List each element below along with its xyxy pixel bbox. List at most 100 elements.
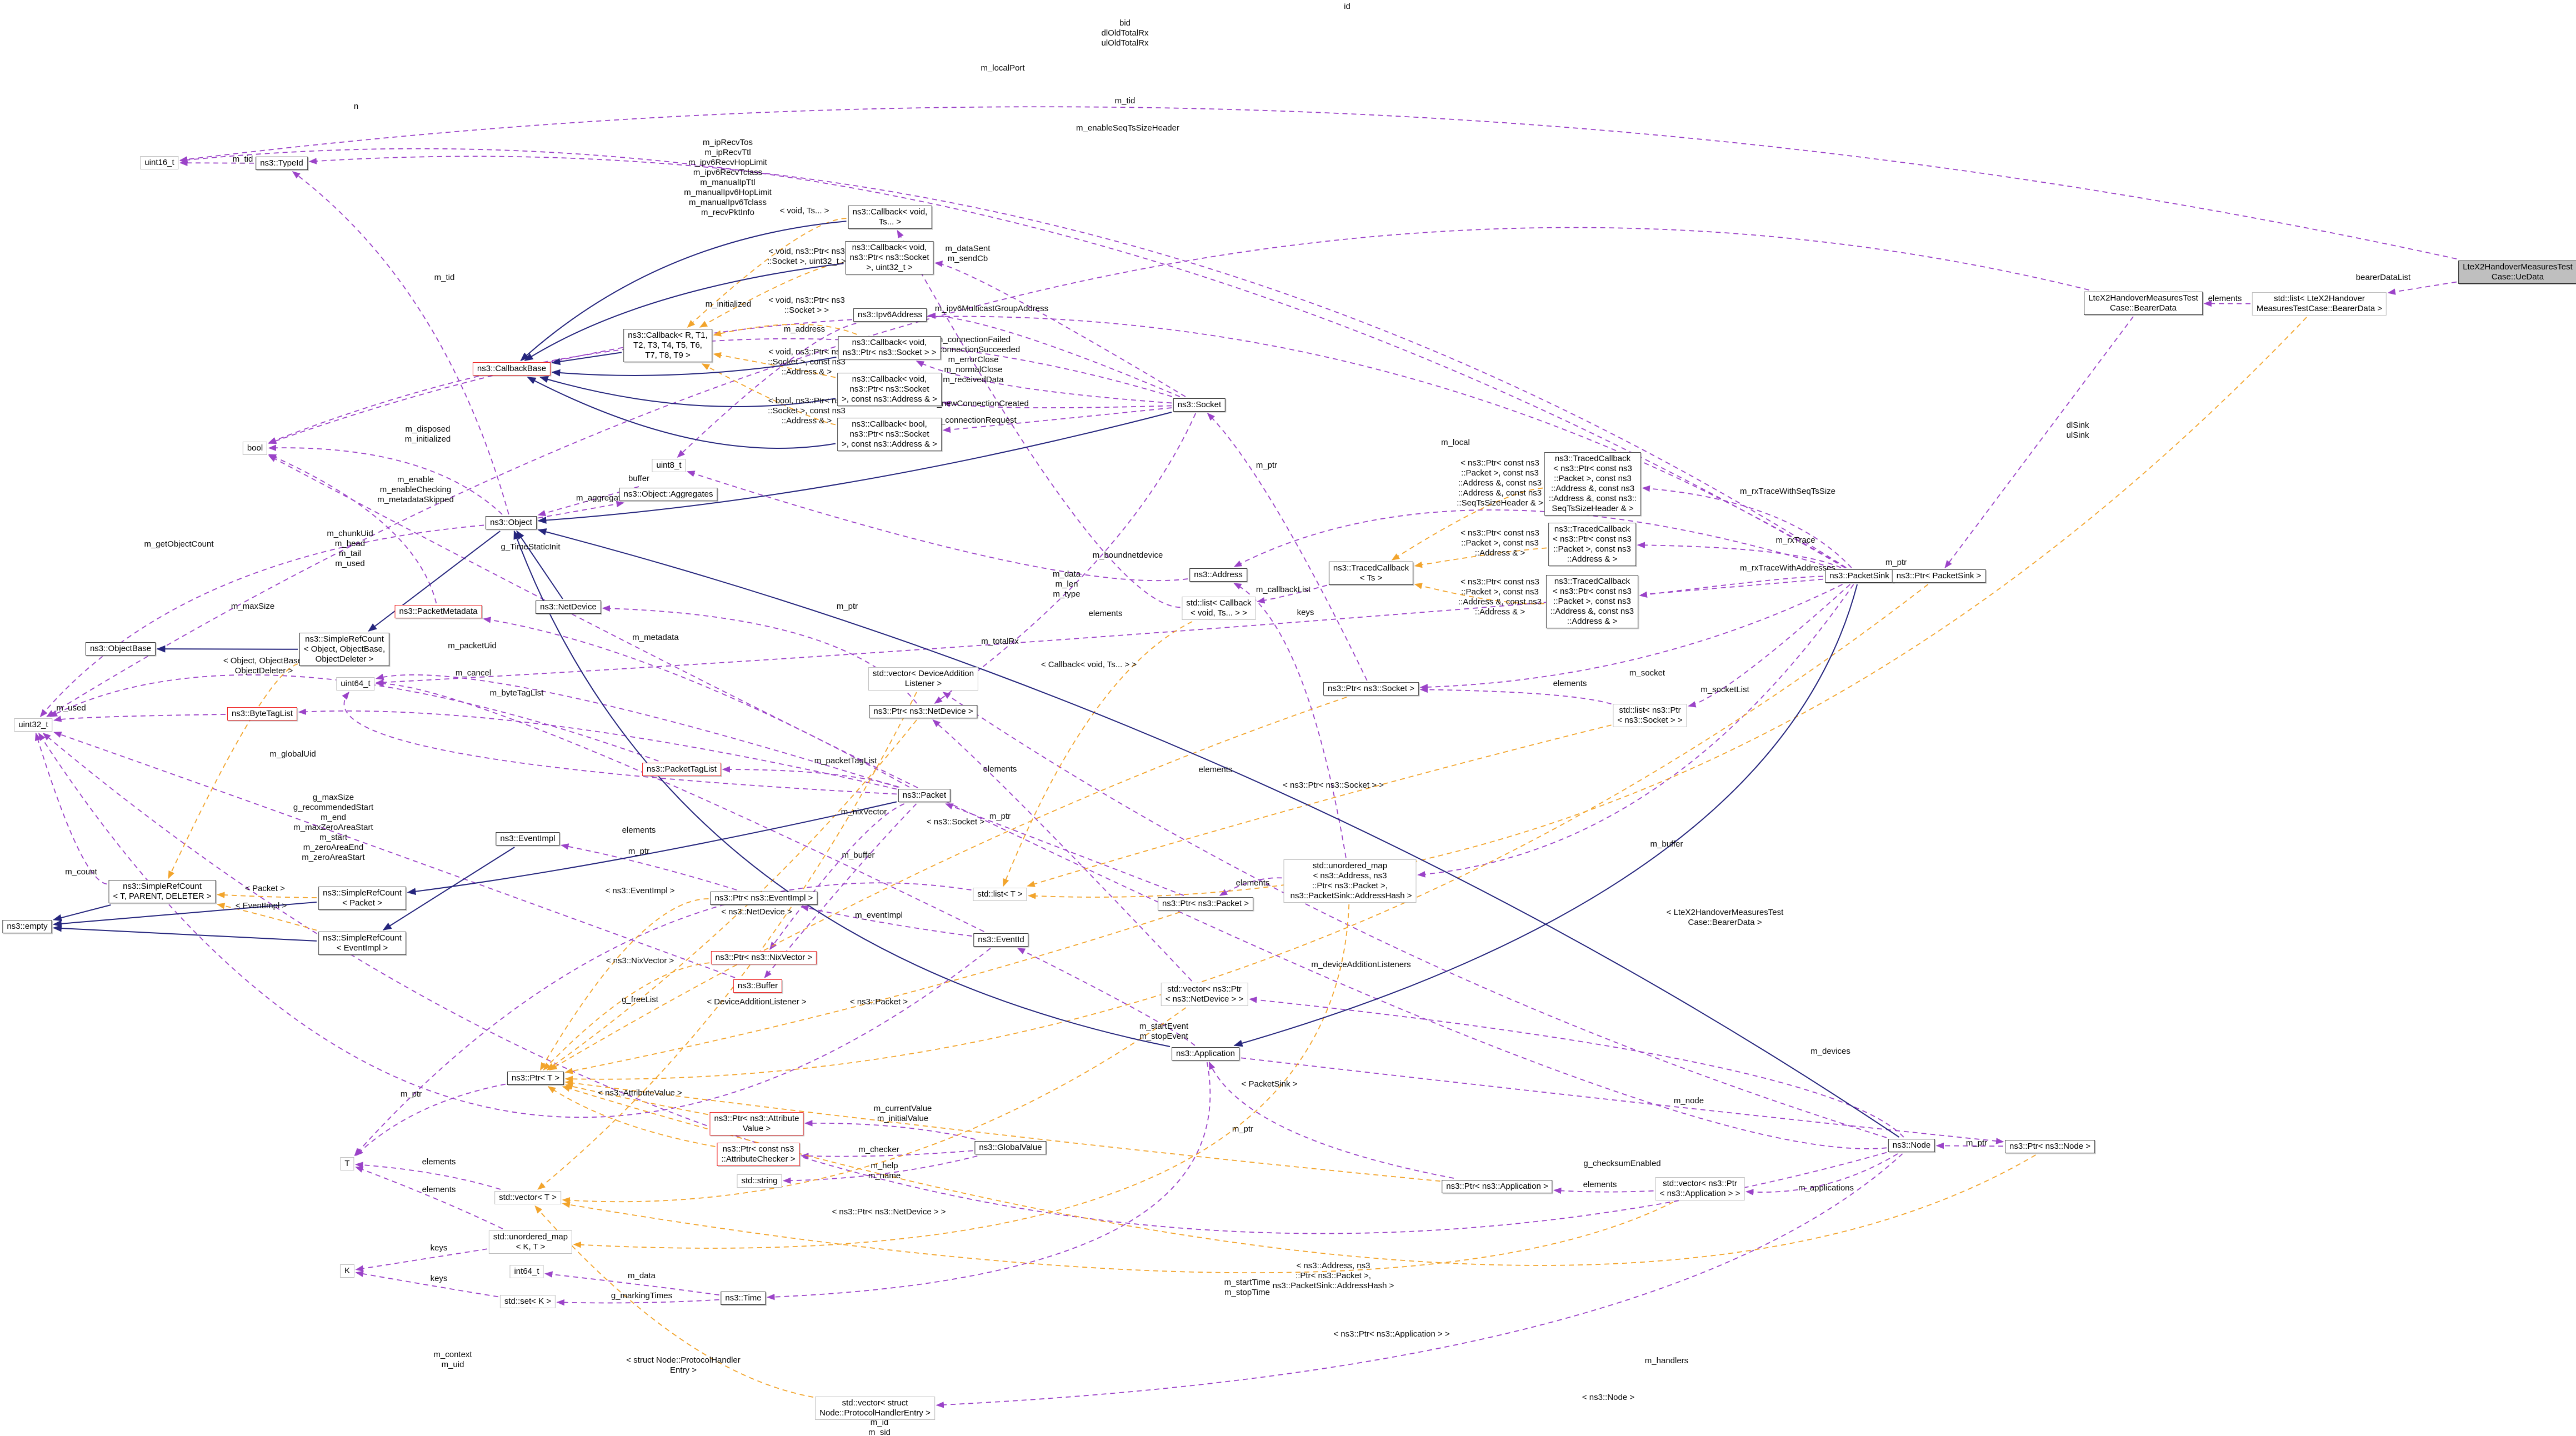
class-node-empty[interactable]: ns3::empty — [2, 920, 52, 933]
edge-label: < bool, ns3::Ptr< ns3 ::Socket >, const … — [768, 396, 846, 426]
class-node-ptr_packetsink[interactable]: ns3::Ptr< PacketSink > — [1892, 569, 1986, 583]
class-node-uint16[interactable]: uint16_t — [140, 156, 179, 169]
class-node-aggregates[interactable]: ns3::Object::Aggregates — [619, 488, 718, 501]
class-node-callbackbase[interactable]: ns3::CallbackBase — [472, 362, 551, 376]
class-node-umap_kt[interactable]: std::unordered_map < K, T > — [488, 1230, 573, 1254]
class-node-uint8[interactable]: uint8_t — [652, 459, 686, 472]
edge-label: < ns3::AttributeValue > — [598, 1088, 682, 1098]
edge-label: m_enableSeqTsSizeHeader — [1076, 123, 1179, 133]
edge-label: elements — [422, 1185, 456, 1194]
class-node-stdstring[interactable]: std::string — [737, 1174, 782, 1188]
edge-label: < void, ns3::Ptr< ns3 ::Socket >, uint32… — [767, 247, 846, 266]
class-node-packet[interactable]: ns3::Packet — [898, 789, 951, 802]
class-node-ptr_socket[interactable]: ns3::Ptr< ns3::Socket > — [1323, 682, 1419, 696]
class-node-vec_t[interactable]: std::vector< T > — [494, 1191, 561, 1204]
class-node-address[interactable]: ns3::Address — [1189, 568, 1247, 582]
edge-label: < ns3::NixVector > — [606, 956, 674, 965]
class-node-list_cb[interactable]: std::list< Callback < void, Ts... > > — [1182, 597, 1256, 620]
class-node-tracedcb_ts[interactable]: ns3::TracedCallback < Ts > — [1328, 562, 1414, 585]
class-node-object[interactable]: ns3::Object — [486, 516, 537, 529]
edge-application-to-eventid — [1017, 948, 1196, 1046]
edge-packet-to-uint64 — [376, 673, 898, 788]
edge-label: m_local — [1441, 438, 1470, 447]
class-node-eventid[interactable]: ns3::EventId — [973, 933, 1029, 947]
edge-label: m_ptr — [1965, 1138, 1988, 1148]
edge-src_packet-to-src_tpd — [217, 892, 317, 898]
edge-label: m_count — [65, 867, 97, 877]
class-node-time[interactable]: ns3::Time — [721, 1292, 766, 1305]
class-node-vec_phe[interactable]: std::vector< struct Node::ProtocolHandle… — [815, 1397, 935, 1420]
class-node-cb_socket_addr[interactable]: ns3::Callback< void, ns3::Ptr< ns3::Sock… — [837, 373, 942, 406]
edge-label: m_startTime m_stopTime — [1224, 1278, 1271, 1297]
class-node-ue_data[interactable]: LteX2HandoverMeasuresTest Case::UeData — [2458, 261, 2576, 284]
class-node-ptr_packet[interactable]: ns3::Ptr< ns3::Packet > — [1158, 897, 1253, 910]
edge-umap_kt-to-k — [355, 1248, 488, 1272]
class-node-cb_void_ts[interactable]: ns3::Callback< void, Ts... > — [848, 206, 932, 229]
class-node-list_ptr_socket[interactable]: std::list< ns3::Ptr < ns3::Socket > > — [1613, 704, 1687, 727]
edge-vec_phe-to-vec_t — [534, 1205, 814, 1398]
class-node-bytetaglist[interactable]: ns3::ByteTagList — [227, 707, 298, 720]
class-node-uint32[interactable]: uint32_t — [14, 718, 53, 732]
class-node-set_k[interactable]: std::set< K > — [499, 1295, 556, 1308]
edge-umap_addr-to-address — [1233, 583, 1347, 858]
edge-src_eventimpl-to-empty — [52, 924, 317, 942]
class-node-umap_addr[interactable]: std::unordered_map < ns3::Address, ns3 :… — [1283, 859, 1417, 903]
class-node-src_object[interactable]: ns3::SimpleRefCount < Object, ObjectBase… — [299, 633, 390, 666]
class-node-eventimpl[interactable]: ns3::EventImpl — [496, 832, 560, 845]
class-node-tcb_seqts[interactable]: ns3::TracedCallback < ns3::Ptr< const ns… — [1544, 452, 1642, 516]
class-node-netdevice[interactable]: ns3::NetDevice — [536, 601, 601, 614]
class-node-ipv6addr[interactable]: ns3::Ipv6Address — [853, 308, 927, 322]
class-node-int64[interactable]: int64_t — [509, 1265, 544, 1278]
edge-label: < Callback< void, Ts... > > — [1041, 660, 1137, 669]
class-node-list_t[interactable]: std::list< T > — [973, 888, 1027, 901]
class-node-ptr_application[interactable]: ns3::Ptr< ns3::Application > — [1442, 1180, 1553, 1193]
class-node-buffer[interactable]: ns3::Buffer — [733, 979, 783, 993]
class-node-vec_dal[interactable]: std::vector< DeviceAddition Listener > — [868, 667, 979, 691]
class-node-ptr_t[interactable]: ns3::Ptr< T > — [507, 1072, 564, 1085]
edge-packetsink-to-typeid — [308, 156, 1847, 568]
edge-label: g_TimeStaticInit — [501, 542, 561, 552]
class-node-cb_socket[interactable]: ns3::Callback< void, ns3::Ptr< ns3::Sock… — [838, 336, 941, 359]
edge-label: m_tid — [434, 273, 455, 282]
class-node-tcb_addr2[interactable]: ns3::TracedCallback < ns3::Ptr< const ns… — [1545, 575, 1639, 628]
edge-cb_socket_addr-to-cb_r — [713, 352, 836, 378]
edge-cb_socket_addr-to-callbackbase — [539, 376, 836, 408]
edge-node-to-bool — [268, 455, 1887, 1149]
edge-label: < ns3::Ptr< const ns3 ::Packet >, const … — [1460, 528, 1539, 558]
class-node-application[interactable]: ns3::Application — [1172, 1047, 1239, 1060]
class-node-ptr_netdevice[interactable]: ns3::Ptr< ns3::NetDevice > — [869, 705, 978, 718]
class-node-cb_r[interactable]: ns3::Callback< R, T1, T2, T3, T4, T5, T6… — [623, 329, 712, 362]
class-node-cb_socket_u32[interactable]: ns3::Callback< void, ns3::Ptr< ns3::Sock… — [845, 241, 934, 274]
class-node-ptr_attrvalue[interactable]: ns3::Ptr< ns3::Attribute Value > — [709, 1112, 804, 1135]
edge-vec_ptr_netdev-to-vec_t — [562, 1007, 1187, 1204]
class-node-k[interactable]: K — [339, 1264, 355, 1278]
class-node-node[interactable]: ns3::Node — [1888, 1139, 1935, 1152]
class-node-ptr_eventimpl[interactable]: ns3::Ptr< ns3::EventImpl > — [710, 892, 818, 905]
edge-label: < Packet > — [245, 884, 285, 893]
edge-address-to-uint8 — [687, 471, 1188, 582]
class-node-packettaglist[interactable]: ns3::PacketTagList — [642, 763, 721, 776]
class-node-tcb_addr[interactable]: ns3::TracedCallback < ns3::Ptr< const ns… — [1548, 523, 1636, 566]
class-node-typeid[interactable]: ns3::TypeId — [256, 157, 308, 170]
class-node-bearer_data[interactable]: LteX2HandoverMeasuresTest Case::BearerDa… — [2084, 292, 2203, 315]
class-node-bool[interactable]: bool — [242, 442, 268, 455]
class-node-t[interactable]: T — [340, 1157, 354, 1170]
class-node-packetsink[interactable]: ns3::PacketSink — [1825, 569, 1894, 583]
class-node-src_packet[interactable]: ns3::SimpleRefCount < Packet > — [318, 887, 406, 910]
class-node-globalvalue[interactable]: ns3::GlobalValue — [974, 1141, 1047, 1154]
class-node-ptr_nixvector[interactable]: ns3::Ptr< ns3::NixVector > — [711, 951, 817, 964]
class-node-src_tpd[interactable]: ns3::SimpleRefCount < T, PARENT, DELETER… — [108, 880, 216, 903]
class-node-packetmetadata[interactable]: ns3::PacketMetadata — [394, 605, 482, 618]
class-node-uint64[interactable]: uint64_t — [336, 677, 375, 691]
class-node-cb_bool_socket_addr[interactable]: ns3::Callback< bool, ns3::Ptr< ns3::Sock… — [837, 418, 942, 451]
class-node-vec_ptr_netdev[interactable]: std::vector< ns3::Ptr < ns3::NetDevice >… — [1161, 983, 1248, 1006]
class-node-ptr_attrchecker[interactable]: ns3::Ptr< const ns3 ::AttributeChecker > — [717, 1143, 800, 1166]
class-node-src_eventimpl[interactable]: ns3::SimpleRefCount < EventImpl > — [318, 932, 406, 955]
class-node-socket[interactable]: ns3::Socket — [1173, 398, 1226, 412]
class-node-ptr_node[interactable]: ns3::Ptr< ns3::Node > — [2005, 1140, 2095, 1153]
edge-socket-to-ptr_netdevice — [934, 413, 1197, 704]
class-node-list_bearer[interactable]: std::list< LteX2Handover MeasuresTestCas… — [2252, 292, 2387, 316]
class-node-vec_ptr_app[interactable]: std::vector< ns3::Ptr < ns3::Application… — [1655, 1177, 1745, 1200]
edge-packetsink-to-ptr_socket — [1419, 584, 1843, 691]
class-node-objectbase[interactable]: ns3::ObjectBase — [85, 642, 156, 656]
